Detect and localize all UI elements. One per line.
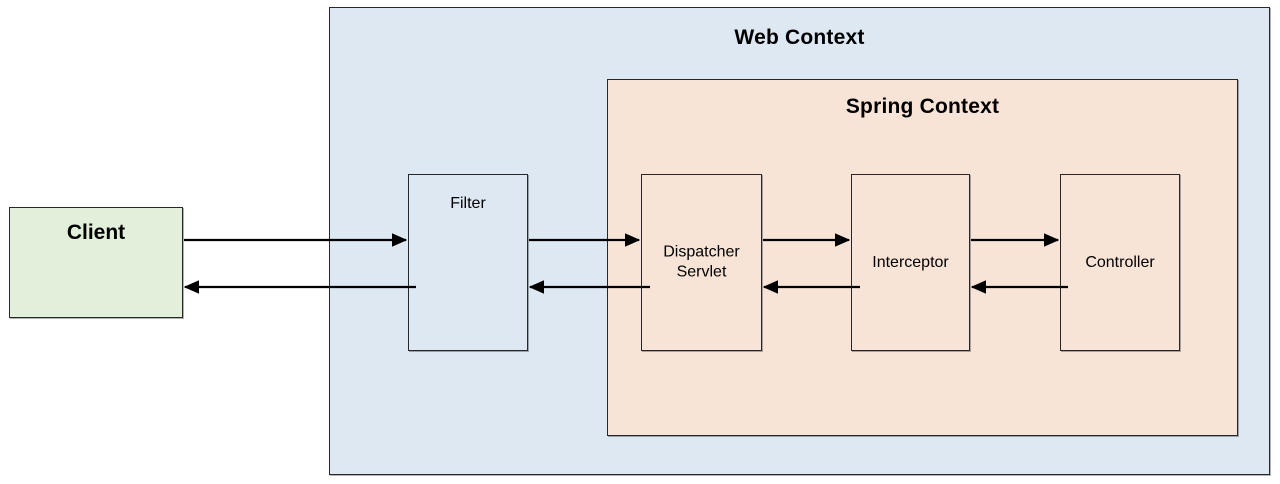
node-filter-label: Filter <box>450 195 486 212</box>
node-controller[interactable]: Controller <box>1060 174 1180 351</box>
node-dispatcher-servlet[interactable]: Dispatcher Servlet <box>641 174 762 351</box>
node-client-label: Client <box>66 221 126 244</box>
node-interceptor-label: Interceptor <box>872 253 949 271</box>
group-web-context-title: Web Context <box>734 26 865 49</box>
node-filter[interactable]: Filter <box>408 174 528 351</box>
group-spring-context-title: Spring Context <box>845 95 1000 118</box>
node-controller-label: Controller <box>1085 253 1155 271</box>
node-dispatcher-servlet-label: Dispatcher Servlet <box>663 243 740 281</box>
node-client[interactable]: Client <box>9 207 183 318</box>
node-interceptor[interactable]: Interceptor <box>851 174 970 351</box>
